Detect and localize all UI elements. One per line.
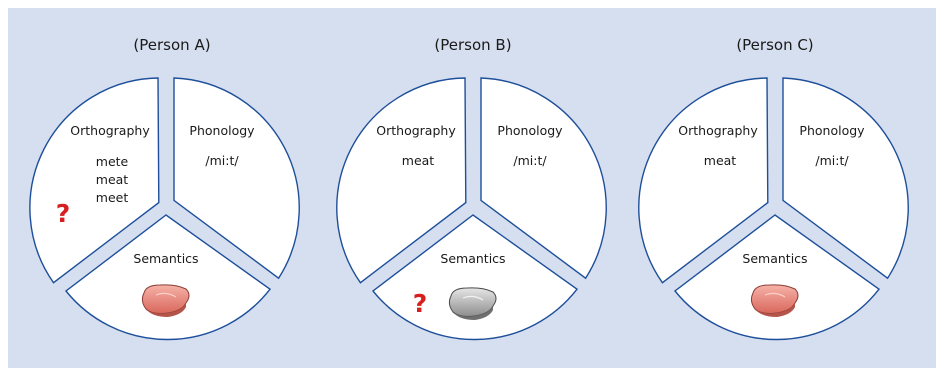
semantics-sector [674,214,881,341]
orthography-sector [336,77,467,284]
diagram-panel: (Person A) Orthography mete meat meet Ph… [8,8,936,368]
phonology-label: Phonology [189,123,255,138]
triangle-model-diagram: (Person A) Orthography mete meat meet Ph… [29,36,909,341]
raw-meat-steak-icon [141,284,190,317]
phonology-value: /mi:t/ [815,153,849,168]
phonology-value: /mi:t/ [513,153,547,168]
orthography-word: meet [96,190,129,205]
person-title: (Person B) [434,36,511,54]
phonology-label: Phonology [799,123,865,138]
semantics-label: Semantics [742,251,807,266]
semantics-sector [372,214,579,341]
question-mark: ? [56,199,71,228]
grey-meat-steak-icon [448,287,497,320]
phonology-label: Phonology [497,123,563,138]
person-a-group: (Person A) Orthography mete meat meet Ph… [29,36,300,341]
phonology-sector [480,77,607,280]
phonology-value: /mi:t/ [205,153,239,168]
phonology-sector [173,77,300,280]
semantics-label: Semantics [133,251,198,266]
semantics-sector [65,214,272,341]
person-c-group: (Person C) Orthography meat Phonology /m… [638,36,909,341]
orthography-word: mete [96,154,129,169]
orthography-word: meat [704,153,737,168]
semantics-label: Semantics [440,251,505,266]
orthography-sector [29,77,160,284]
person-title: (Person C) [736,36,813,54]
orthography-label: Orthography [376,123,456,138]
question-mark: ? [413,289,428,318]
raw-meat-steak-icon [750,284,799,317]
orthography-label: Orthography [678,123,758,138]
person-b-group: (Person B) Orthography meat Phonology /m… [336,36,607,341]
phonology-sector [782,77,909,280]
orthography-sector [638,77,769,284]
person-title: (Person A) [133,36,210,54]
orthography-word: meat [96,172,129,187]
orthography-word: meat [402,153,435,168]
orthography-label: Orthography [70,123,150,138]
